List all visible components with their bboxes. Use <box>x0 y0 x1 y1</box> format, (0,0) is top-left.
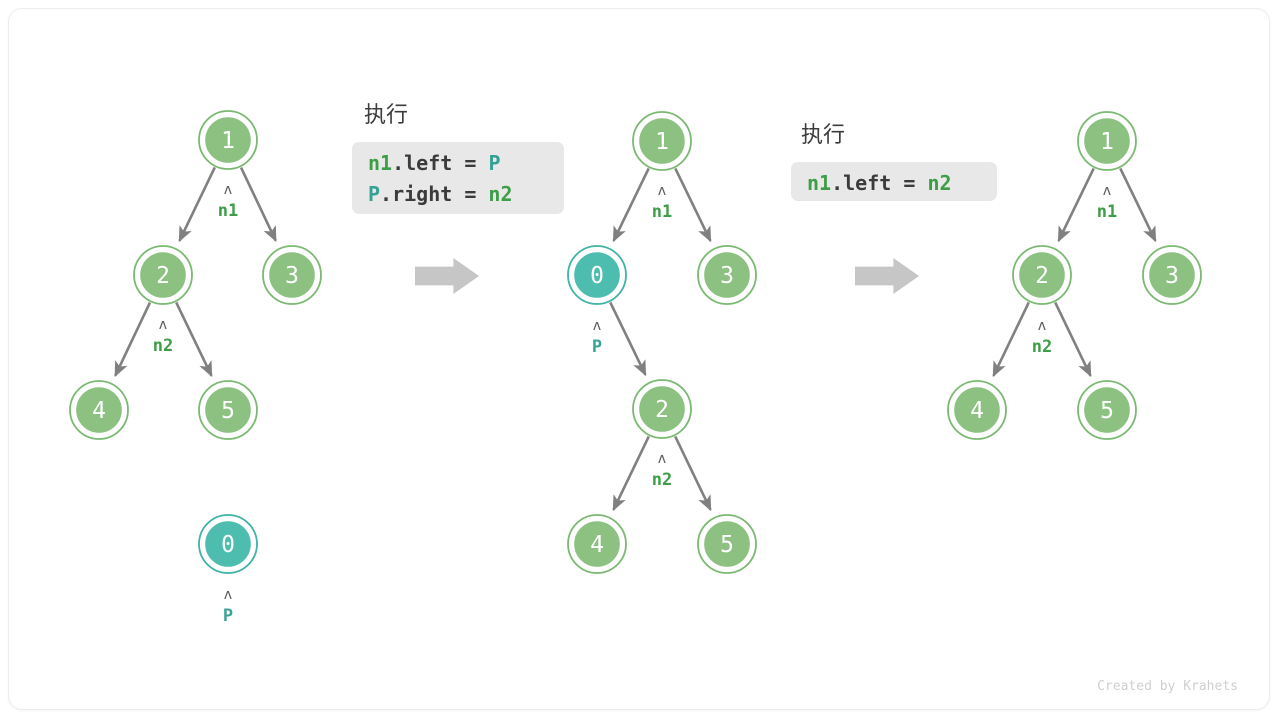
tree-edge <box>612 435 650 512</box>
node-reference-label: ʌP <box>223 587 233 626</box>
tree-node: 1 <box>198 110 258 170</box>
tree-node: 4 <box>69 380 129 440</box>
reference-name: n2 <box>153 336 173 356</box>
tree-node: 1 <box>632 111 692 171</box>
tree-node: 1 <box>1077 111 1137 171</box>
tree-edge <box>1057 167 1095 243</box>
caret-icon: ʌ <box>1103 183 1111 199</box>
reference-name: n1 <box>1097 202 1117 222</box>
node-reference-label: ʌ n2 <box>1032 318 1052 357</box>
tree-node-value: 3 <box>1165 263 1179 289</box>
node-reference-label: ʌP <box>592 318 602 357</box>
tree-edges-layer <box>114 166 1157 512</box>
code-line: P.right = n2 <box>368 182 513 206</box>
tree-edge <box>114 302 152 378</box>
reference-name: n1 <box>652 202 672 222</box>
node-reference-label: ʌ n2 <box>652 451 672 490</box>
reference-name: n2 <box>1032 337 1052 357</box>
credit-text: Created by Krahets <box>1097 679 1238 694</box>
step-annotation: 执行 n1.left = n2 <box>791 122 997 201</box>
tree-node-value: 4 <box>92 398 106 424</box>
tree-node-value: 1 <box>655 129 669 155</box>
caret-icon: ʌ <box>224 587 232 603</box>
tree-edge <box>674 435 712 512</box>
tree-node-value: 0 <box>221 532 235 558</box>
tree-node-value: 0 <box>590 263 604 289</box>
tree-node-value: 5 <box>1100 398 1114 424</box>
reference-name: P <box>223 606 233 626</box>
code-line: n1.left = P <box>368 151 500 175</box>
reference-name: n1 <box>218 201 238 221</box>
code-line: n1.left = n2 <box>807 171 952 195</box>
tree-edge <box>239 167 277 243</box>
tree-node-value: 3 <box>720 263 734 289</box>
tree-node: 5 <box>198 380 258 440</box>
tree-edge <box>178 166 216 243</box>
node-reference-label: ʌ n1 <box>652 183 672 222</box>
caret-icon: ʌ <box>224 182 232 198</box>
tree-node: 4 <box>567 514 627 574</box>
tree-node: 2 <box>133 245 193 305</box>
flow-arrow-icon <box>415 258 479 294</box>
tree-node: 2 <box>632 379 692 439</box>
tree-edge <box>609 301 647 377</box>
caret-icon: ʌ <box>658 183 666 199</box>
step-heading: 执行 <box>364 102 408 127</box>
caret-icon: ʌ <box>1038 318 1046 334</box>
step-annotations-layer: 执行 n1.left = P P.right = n2 执行 n1.left = n2 <box>352 102 997 214</box>
tree-edge <box>1119 167 1157 243</box>
tree-node-value: 2 <box>1035 263 1049 289</box>
flow-arrows-layer <box>415 258 919 294</box>
tree-edge <box>1054 301 1092 378</box>
tree-node-value: 5 <box>720 532 734 558</box>
tree-node-value: 2 <box>655 397 669 423</box>
tree-node-value: 5 <box>221 398 235 424</box>
node-reference-label: ʌ n1 <box>1097 183 1117 222</box>
tree-node-value: 2 <box>156 263 170 289</box>
caret-icon: ʌ <box>593 318 601 334</box>
tree-node: 3 <box>262 245 322 305</box>
tree-edge <box>674 167 712 243</box>
tree-edge <box>612 167 650 243</box>
tree-node: 5 <box>1077 380 1137 440</box>
tree-node-value: 4 <box>590 532 604 558</box>
step-annotation: 执行 n1.left = P P.right = n2 <box>352 102 564 214</box>
tree-node-value: 4 <box>970 398 984 424</box>
tree-node: 0 <box>567 245 627 305</box>
tree-node-value: 3 <box>285 263 299 289</box>
node-reference-label: ʌ n1 <box>218 182 238 221</box>
step-heading: 执行 <box>801 122 845 147</box>
caret-icon: ʌ <box>658 451 666 467</box>
tree-node: 4 <box>947 380 1007 440</box>
tree-node-value: 1 <box>221 128 235 154</box>
tree-nodes-layer: 1 2 3 4 5 0 1 0 3 2 4 5 1 2 3 4 5 <box>69 110 1202 574</box>
tree-node: 3 <box>1142 245 1202 305</box>
node-reference-label: ʌ n2 <box>153 317 173 356</box>
reference-name: n2 <box>652 470 672 490</box>
tree-node: 3 <box>697 245 757 305</box>
flow-arrow-icon <box>855 258 919 294</box>
tree-edge <box>175 301 213 378</box>
tree-node: 0 <box>198 514 258 574</box>
caret-icon: ʌ <box>159 317 167 333</box>
reference-name: P <box>592 337 602 357</box>
tree-edge <box>992 301 1030 378</box>
tree-node: 5 <box>697 514 757 574</box>
tree-node-value: 1 <box>1100 129 1114 155</box>
tree-node: 2 <box>1012 245 1072 305</box>
